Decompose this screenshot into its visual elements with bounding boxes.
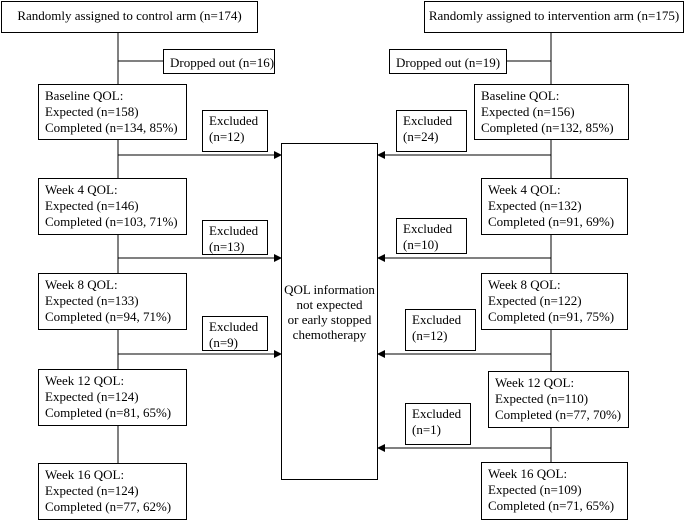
excluded-count: (n=9) xyxy=(209,335,238,350)
intervention-stage-baseline: Baseline QOL: Expected (n=156) Completed… xyxy=(474,84,629,140)
stage-expected: Expected (n=124) xyxy=(45,483,139,498)
control-arm-title-text: Randomly assigned to control arm (n=174) xyxy=(17,8,242,23)
stage-label: Week 4 QOL: xyxy=(45,182,118,197)
excluded-count: (n=1) xyxy=(412,422,441,437)
stage-label: Baseline QOL: xyxy=(45,88,124,103)
control-excluded-3: Excluded (n=9) xyxy=(202,316,268,351)
intervention-dropped-out: Dropped out (n=19) xyxy=(389,49,507,74)
stage-label: Week 16 QOL: xyxy=(45,467,125,482)
center-outcome-box: QOL information not expected or early st… xyxy=(281,143,378,480)
intervention-dropped-out-text: Dropped out (n=19) xyxy=(396,55,501,70)
stage-expected: Expected (n=109) xyxy=(488,482,582,497)
stage-completed: Completed (n=91, 69%) xyxy=(488,214,615,229)
intervention-stage-week4: Week 4 QOL: Expected (n=132) Completed (… xyxy=(481,178,628,235)
stage-expected: Expected (n=133) xyxy=(45,293,139,308)
control-stage-week12: Week 12 QOL: Expected (n=124) Completed … xyxy=(38,369,187,426)
stage-completed: Completed (n=77, 70%) xyxy=(495,407,622,422)
stage-expected: Expected (n=110) xyxy=(495,391,589,406)
stage-expected: Expected (n=122) xyxy=(488,293,582,308)
control-dropped-out: Dropped out (n=16) xyxy=(163,49,275,74)
center-line-4: chemotherapy xyxy=(292,326,367,342)
excluded-label: Excluded xyxy=(209,113,259,128)
intervention-excluded-4: Excluded (n=1) xyxy=(405,403,471,445)
excluded-label: Excluded xyxy=(403,221,453,236)
center-outcome-text: QOL information not expected or early st… xyxy=(284,282,375,342)
center-line-2: not expected xyxy=(296,296,363,312)
intervention-excluded-1: Excluded (n=24) xyxy=(396,110,467,152)
stage-expected: Expected (n=158) xyxy=(45,104,139,119)
excluded-count: (n=12) xyxy=(412,328,448,343)
stage-completed: Completed (n=132, 85%) xyxy=(481,120,614,135)
stage-label: Week 8 QOL: xyxy=(45,277,118,292)
intervention-excluded-3: Excluded (n=12) xyxy=(405,309,476,351)
stage-label: Week 12 QOL: xyxy=(495,375,575,390)
stage-label: Week 8 QOL: xyxy=(488,277,561,292)
stage-expected: Expected (n=124) xyxy=(45,389,139,404)
excluded-label: Excluded xyxy=(209,223,259,238)
stage-label: Week 4 QOL: xyxy=(488,182,561,197)
excluded-count: (n=12) xyxy=(209,129,245,144)
control-dropped-out-text: Dropped out (n=16) xyxy=(170,55,275,70)
excluded-label: Excluded xyxy=(412,312,462,327)
excluded-label: Excluded xyxy=(403,113,453,128)
stage-completed: Completed (n=103, 71%) xyxy=(45,214,178,229)
excluded-count: (n=24) xyxy=(403,129,439,144)
excluded-count: (n=13) xyxy=(209,239,245,254)
control-excluded-1: Excluded (n=12) xyxy=(202,110,268,152)
excluded-label: Excluded xyxy=(209,319,259,334)
stage-label: Week 16 QOL: xyxy=(488,466,568,481)
intervention-stage-week8: Week 8 QOL: Expected (n=122) Completed (… xyxy=(481,273,628,330)
stage-label: Week 12 QOL: xyxy=(45,373,125,388)
stage-expected: Expected (n=132) xyxy=(488,198,582,213)
stage-completed: Completed (n=94, 71%) xyxy=(45,309,172,324)
stage-completed: Completed (n=71, 65%) xyxy=(488,498,615,513)
stage-completed: Completed (n=81, 65%) xyxy=(45,405,172,420)
stage-expected: Expected (n=146) xyxy=(45,198,139,213)
stage-completed: Completed (n=91, 75%) xyxy=(488,309,615,324)
stage-completed: Completed (n=134, 85%) xyxy=(45,120,178,135)
intervention-stage-week12: Week 12 QOL: Expected (n=110) Completed … xyxy=(488,371,629,428)
stage-completed: Completed (n=77, 62%) xyxy=(45,499,172,514)
excluded-count: (n=10) xyxy=(403,237,439,252)
control-excluded-2: Excluded (n=13) xyxy=(202,220,268,255)
control-arm-title: Randomly assigned to control arm (n=174) xyxy=(1,1,258,33)
control-stage-week8: Week 8 QOL: Expected (n=133) Completed (… xyxy=(38,273,187,330)
control-stage-week4: Week 4 QOL: Expected (n=146) Completed (… xyxy=(38,178,187,235)
intervention-arm-title: Randomly assigned to intervention arm (n… xyxy=(424,1,684,33)
center-line-3: or early stopped xyxy=(287,311,372,327)
intervention-stage-week16: Week 16 QOL: Expected (n=109) Completed … xyxy=(481,462,628,520)
excluded-label: Excluded xyxy=(412,406,462,421)
center-line-1: QOL information xyxy=(284,281,375,297)
intervention-arm-title-text: Randomly assigned to intervention arm (n… xyxy=(428,8,680,23)
intervention-excluded-2: Excluded (n=10) xyxy=(396,218,467,254)
stage-expected: Expected (n=156) xyxy=(481,104,575,119)
control-stage-baseline: Baseline QOL: Expected (n=158) Completed… xyxy=(38,84,187,140)
stage-label: Baseline QOL: xyxy=(481,88,560,103)
control-stage-week16: Week 16 QOL: Expected (n=124) Completed … xyxy=(38,463,187,520)
